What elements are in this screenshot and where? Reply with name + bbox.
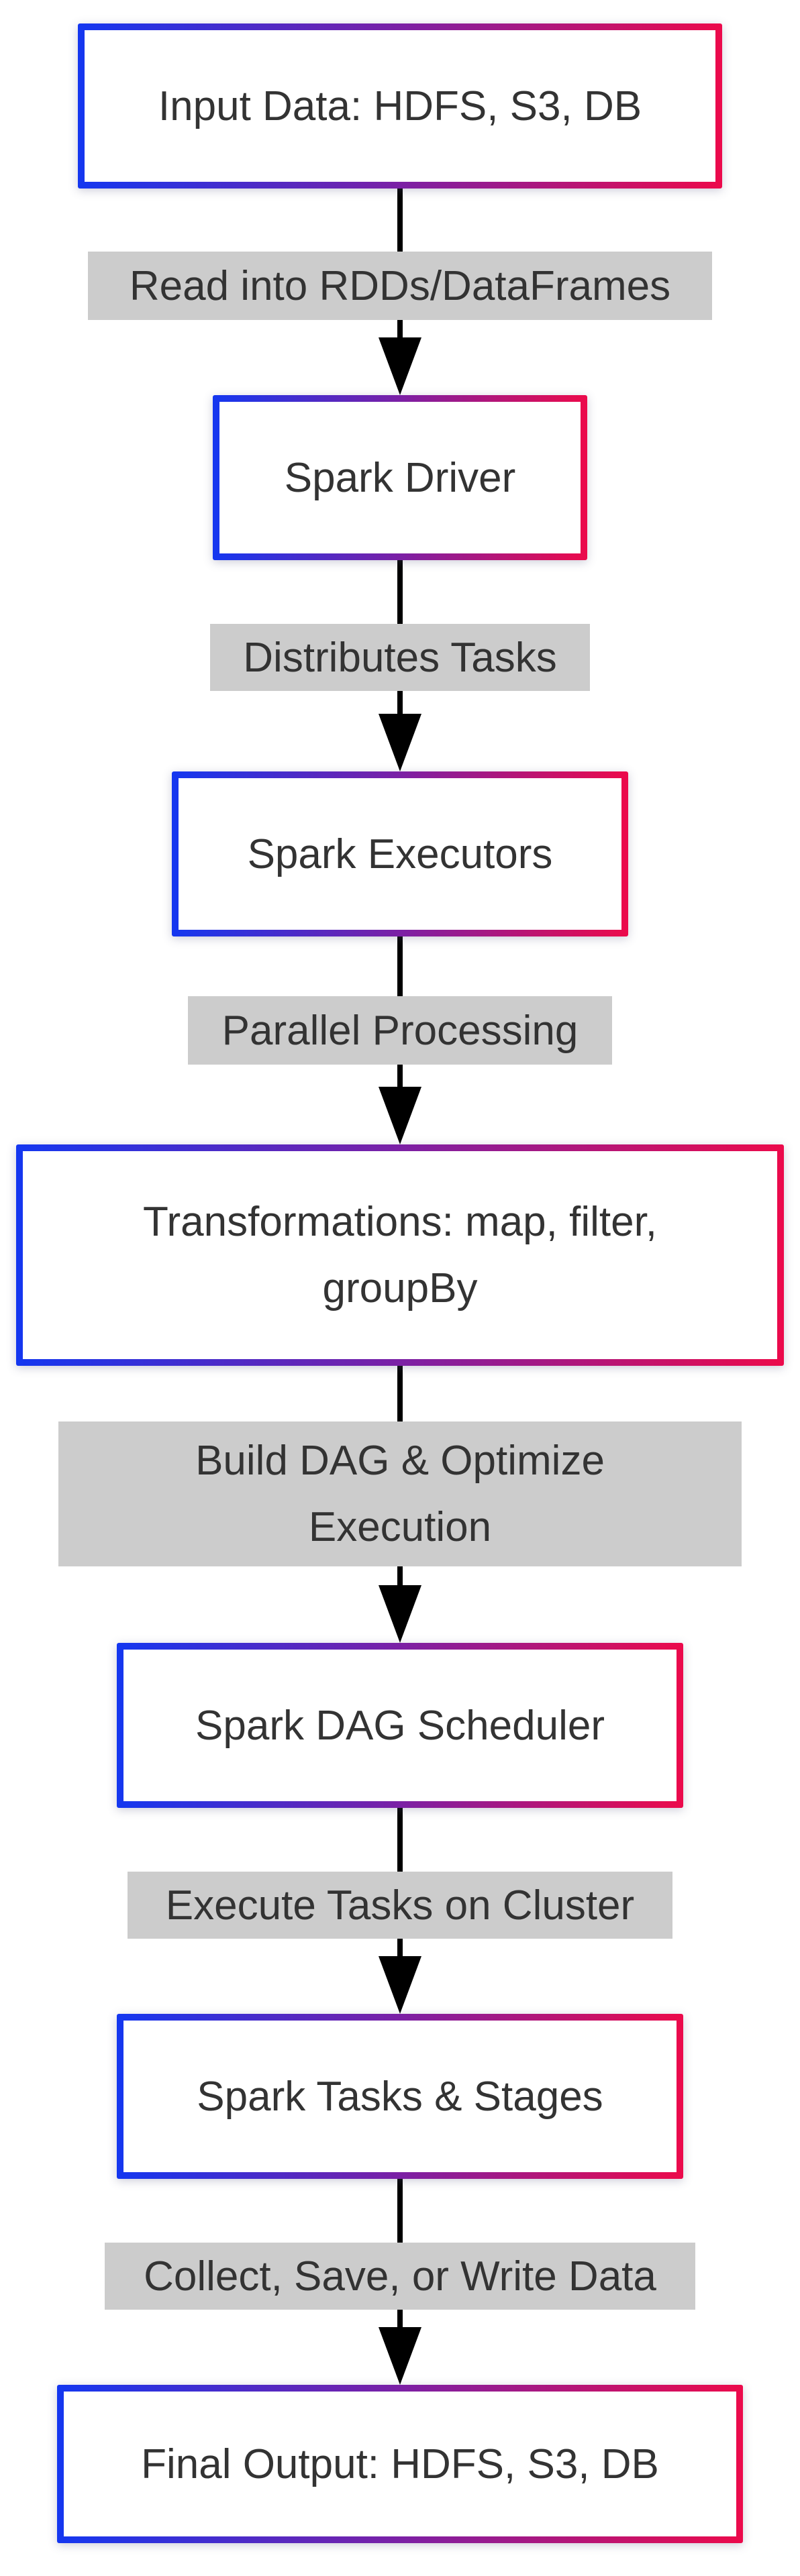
node-tasks-stages: Spark Tasks & Stages bbox=[117, 2014, 683, 2179]
arrowhead-icon-1 bbox=[379, 337, 421, 395]
node-dag-scheduler: Spark DAG Scheduler bbox=[117, 1643, 683, 1808]
node-final-output: Final Output: HDFS, S3, DB bbox=[57, 2385, 743, 2543]
node-dag-scheduler-label: Spark DAG Scheduler bbox=[123, 1650, 677, 1801]
node-input-data-label: Input Data: HDFS, S3, DB bbox=[85, 30, 715, 182]
arrowhead-icon-3 bbox=[379, 1087, 421, 1144]
arrowhead-icon-5 bbox=[379, 1956, 421, 2014]
edge-label-build-dag-optimize: Build DAG & Optimize Execution bbox=[58, 1421, 742, 1566]
edge-label-parallel-processing: Parallel Processing bbox=[188, 996, 612, 1065]
edge-label-execute-tasks-cluster: Execute Tasks on Cluster bbox=[128, 1872, 672, 1939]
node-input-data: Input Data: HDFS, S3, DB bbox=[78, 23, 722, 189]
node-final-output-label: Final Output: HDFS, S3, DB bbox=[64, 2392, 736, 2536]
arrowhead-icon-4 bbox=[379, 1585, 421, 1643]
edge-label-distributes-tasks: Distributes Tasks bbox=[210, 624, 590, 691]
node-spark-executors: Spark Executors bbox=[172, 771, 628, 936]
node-tasks-stages-label: Spark Tasks & Stages bbox=[123, 2021, 677, 2172]
arrowhead-icon-2 bbox=[379, 714, 421, 771]
node-spark-driver: Spark Driver bbox=[213, 395, 587, 560]
edge-label-read-into-rdds: Read into RDDs/DataFrames bbox=[88, 252, 712, 320]
node-transformations: Transformations: map, filter, groupBy bbox=[16, 1144, 784, 1366]
node-spark-executors-label: Spark Executors bbox=[179, 778, 621, 930]
node-spark-driver-label: Spark Driver bbox=[219, 402, 581, 553]
arrowhead-icon-6 bbox=[379, 2327, 421, 2385]
node-transformations-label: Transformations: map, filter, groupBy bbox=[23, 1151, 777, 1359]
edge-label-collect-save-write: Collect, Save, or Write Data bbox=[105, 2243, 695, 2310]
